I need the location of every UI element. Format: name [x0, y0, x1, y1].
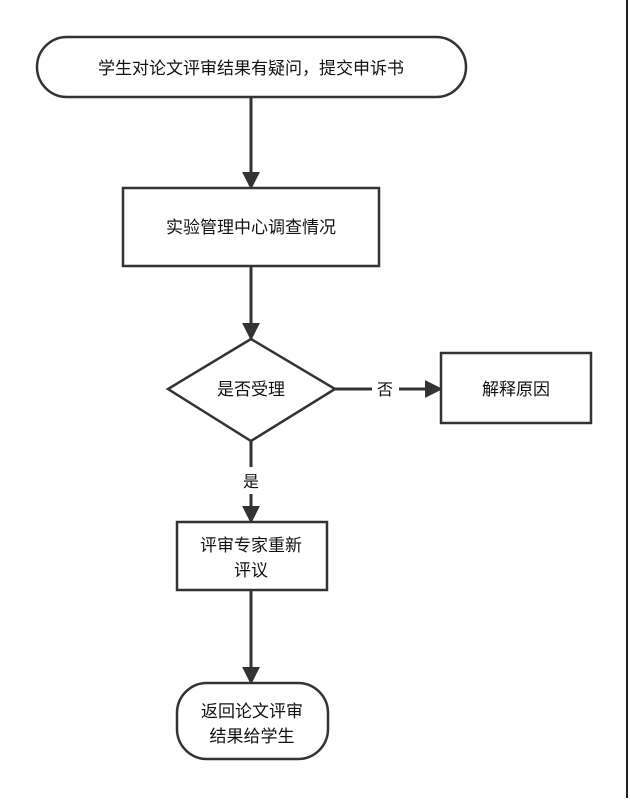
end-node-label-line1: 返回论文评审 [201, 702, 303, 722]
end-node-label-line2: 结果给学生 [210, 727, 295, 747]
reject-node-label: 解释原因 [482, 380, 550, 400]
review-node-label-line1: 评审专家重新 [200, 536, 302, 556]
decision-node-label: 是否受理 [217, 380, 285, 400]
review-node: 评审专家重新 评议 [175, 520, 329, 592]
end-node-shape [175, 681, 330, 761]
start-node-label: 学生对论文评审结果有疑问，提交申诉书 [98, 59, 404, 79]
edge-no-label: 否 [377, 380, 393, 399]
investigate-node-shape [121, 186, 381, 268]
start-node: 学生对论文评审结果有疑问，提交申诉书 [35, 35, 468, 99]
end-node: 返回论文评审 结果给学生 [175, 681, 330, 761]
investigate-node: 实验管理中心调查情况 [121, 186, 381, 268]
reject-node: 解释原因 [439, 351, 593, 425]
review-node-label-line2: 评议 [234, 561, 268, 581]
reject-node-shape [439, 351, 593, 425]
edge-yes-label: 是 [243, 472, 259, 491]
decision-node: 是否受理 [165, 337, 338, 443]
investigate-node-label: 实验管理中心调查情况 [166, 218, 336, 238]
